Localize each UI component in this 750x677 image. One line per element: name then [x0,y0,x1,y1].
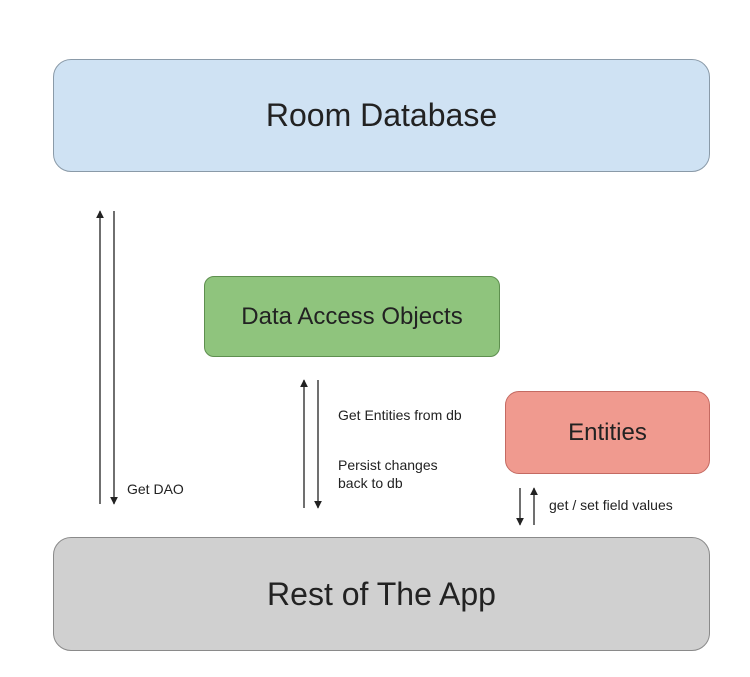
entities-box: Entities [505,391,710,474]
persist-line-1: Persist changes [338,457,438,473]
data-access-objects-label: Data Access Objects [241,302,463,330]
get-dao-label: Get DAO [127,481,184,497]
data-access-objects-box: Data Access Objects [204,276,500,357]
entities-label: Entities [568,418,647,446]
rest-of-app-box: Rest of The App [53,537,710,651]
field-values-label: get / set field values [549,497,673,513]
persist-changes-label: Persist changes back to db [338,456,438,492]
room-database-box: Room Database [53,59,710,172]
rest-of-app-label: Rest of The App [267,575,496,612]
get-entities-label: Get Entities from db [338,407,462,423]
persist-line-2: back to db [338,475,403,491]
room-database-label: Room Database [265,97,498,133]
